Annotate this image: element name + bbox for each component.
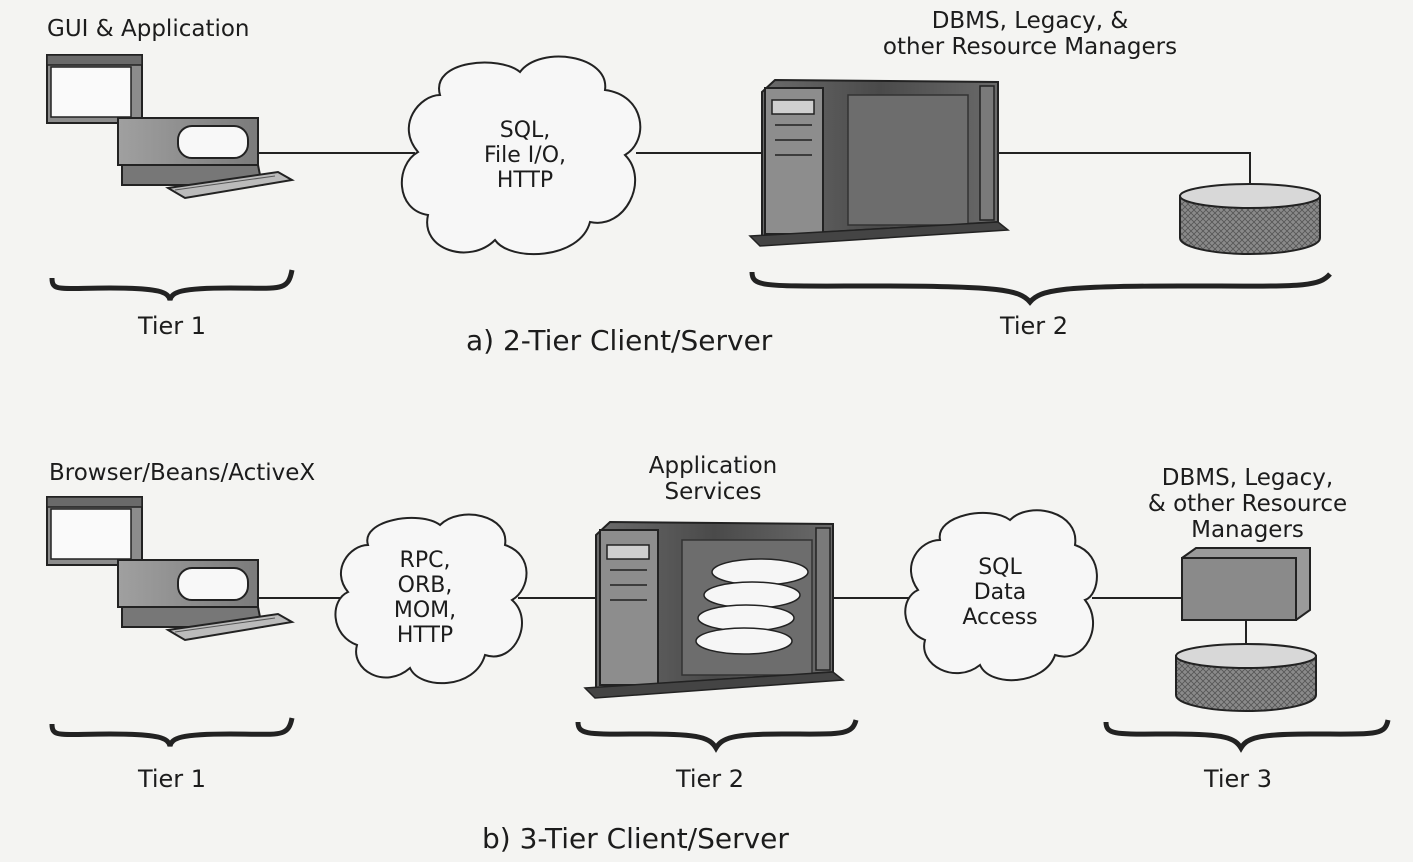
network-cloud-b2 bbox=[904, 509, 1098, 682]
network-cloud-b1 bbox=[334, 513, 528, 685]
cloud-b2-line-3: Access bbox=[962, 605, 1038, 630]
tier2-label-b: Tier 2 bbox=[675, 765, 745, 793]
database-cylinder-b bbox=[1175, 643, 1317, 712]
server-label-a-line-2: other Resource Managers bbox=[882, 34, 1178, 60]
resource-label-b-line-1: DBMS, Legacy, bbox=[1161, 465, 1334, 491]
cloud-a-line-3: HTTP bbox=[496, 168, 554, 193]
tier1-label-b: Tier 1 bbox=[137, 765, 207, 793]
client-workstation-b bbox=[46, 496, 295, 642]
tier1-label-a: Tier 1 bbox=[137, 312, 207, 340]
client-workstation-a bbox=[46, 54, 295, 200]
client-label-a: GUI & Application bbox=[47, 16, 250, 42]
tier2-label-a: Tier 2 bbox=[999, 312, 1069, 340]
cloud-b1-line-3: MOM, bbox=[393, 598, 457, 623]
application-server-b bbox=[583, 520, 845, 699]
database-cylinder-a bbox=[1179, 183, 1321, 255]
network-cloud-a bbox=[400, 55, 642, 256]
brace-tier3-b bbox=[1103, 719, 1391, 753]
cloud-a-line-1: SQL, bbox=[499, 118, 551, 143]
cloud-b1-text: RPC, ORB, MOM, HTTP bbox=[365, 548, 485, 648]
resource-label-b-line-2: & other Resource bbox=[1147, 491, 1348, 517]
app-services-line-2: Services bbox=[664, 479, 762, 505]
panel-b-connectors bbox=[258, 597, 1247, 645]
brace-tier2-b bbox=[575, 719, 859, 753]
panel-a-connectors bbox=[258, 152, 1251, 187]
server-tower-a bbox=[748, 78, 1010, 247]
cloud-b2-line-1: SQL bbox=[978, 555, 1022, 580]
brace-tier1-b bbox=[49, 717, 295, 747]
resource-label-b-line-3: Managers bbox=[1191, 517, 1304, 543]
cloud-a-line-2: File I/O, bbox=[483, 143, 567, 168]
server-label-a-line-1: DBMS, Legacy, & bbox=[931, 8, 1129, 34]
tier3-label-b: Tier 3 bbox=[1203, 765, 1273, 793]
brace-tier2-a bbox=[749, 271, 1332, 306]
resource-manager-box bbox=[1181, 547, 1311, 621]
app-services-label: Application Services bbox=[613, 453, 813, 505]
cloud-b2-text: SQL Data Access bbox=[940, 555, 1060, 630]
server-label-a: DBMS, Legacy, & other Resource Managers bbox=[850, 8, 1210, 60]
cloud-b1-line-2: ORB, bbox=[397, 573, 453, 598]
app-services-line-1: Application bbox=[648, 453, 778, 479]
resource-label-b: DBMS, Legacy, & other Resource Managers bbox=[1130, 465, 1365, 543]
brace-tier1-a bbox=[49, 269, 295, 301]
cloud-b1-line-4: HTTP bbox=[396, 623, 454, 648]
cloud-b2-line-2: Data bbox=[973, 580, 1027, 605]
cloud-a-text: SQL, File I/O, HTTP bbox=[455, 118, 595, 193]
caption-b: b) 3-Tier Client/Server bbox=[482, 822, 789, 855]
client-label-b: Browser/Beans/ActiveX bbox=[49, 460, 316, 486]
cloud-b1-line-1: RPC, bbox=[399, 548, 451, 573]
caption-a: a) 2-Tier Client/Server bbox=[466, 324, 773, 357]
